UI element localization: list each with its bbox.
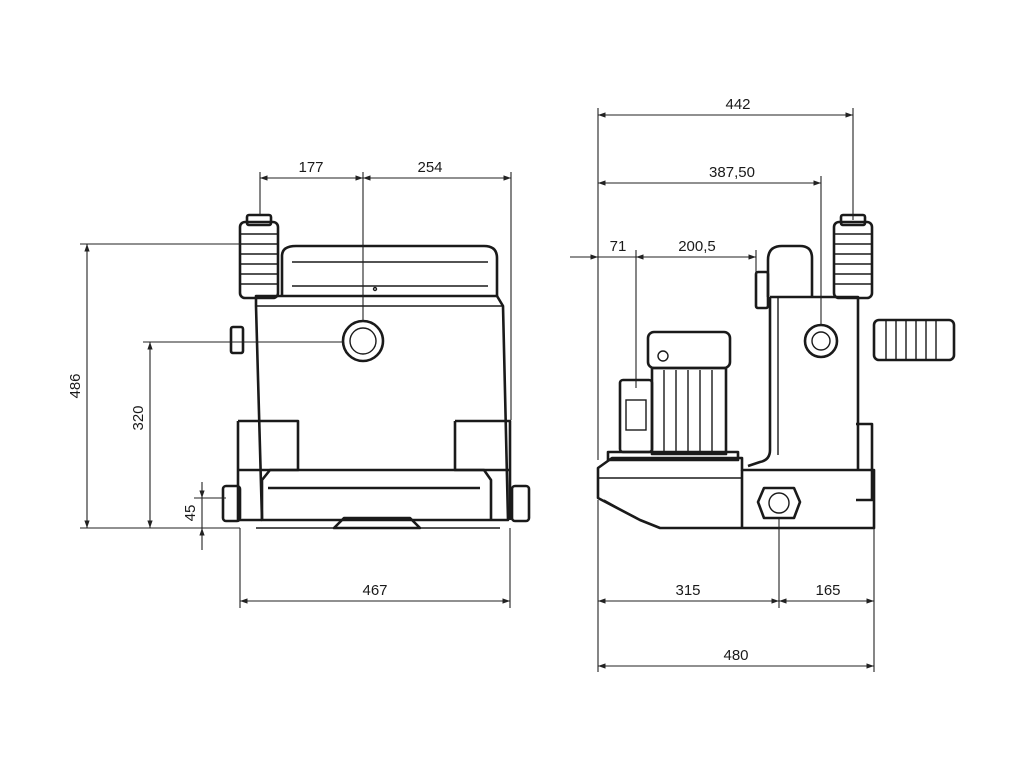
dim-45: 45 <box>182 505 199 522</box>
dim-387-50: 387,50 <box>709 164 755 181</box>
dim-165: 165 <box>815 582 840 599</box>
drain-nut <box>756 486 802 520</box>
dim-71: 71 <box>610 238 627 255</box>
dim-254: 254 <box>417 159 442 176</box>
left-bellows <box>238 213 280 300</box>
dim-467: 467 <box>362 582 387 599</box>
dim-486: 486 <box>67 373 84 398</box>
side-dimensions: 442 387,50 71 200,5 315 165 480 <box>570 96 875 672</box>
dim-442: 442 <box>725 96 750 113</box>
dim-177: 177 <box>298 159 323 176</box>
dim-320: 320 <box>130 405 147 430</box>
side-view <box>596 213 956 530</box>
front-view <box>221 213 531 530</box>
dim-200-5: 200,5 <box>678 238 716 255</box>
dim-480: 480 <box>723 647 748 664</box>
dim-315: 315 <box>675 582 700 599</box>
front-dimensions: 177 254 486 320 45 467 <box>67 159 512 608</box>
horizontal-bellows <box>872 318 956 362</box>
motor <box>606 330 740 462</box>
right-bellows <box>832 213 874 300</box>
